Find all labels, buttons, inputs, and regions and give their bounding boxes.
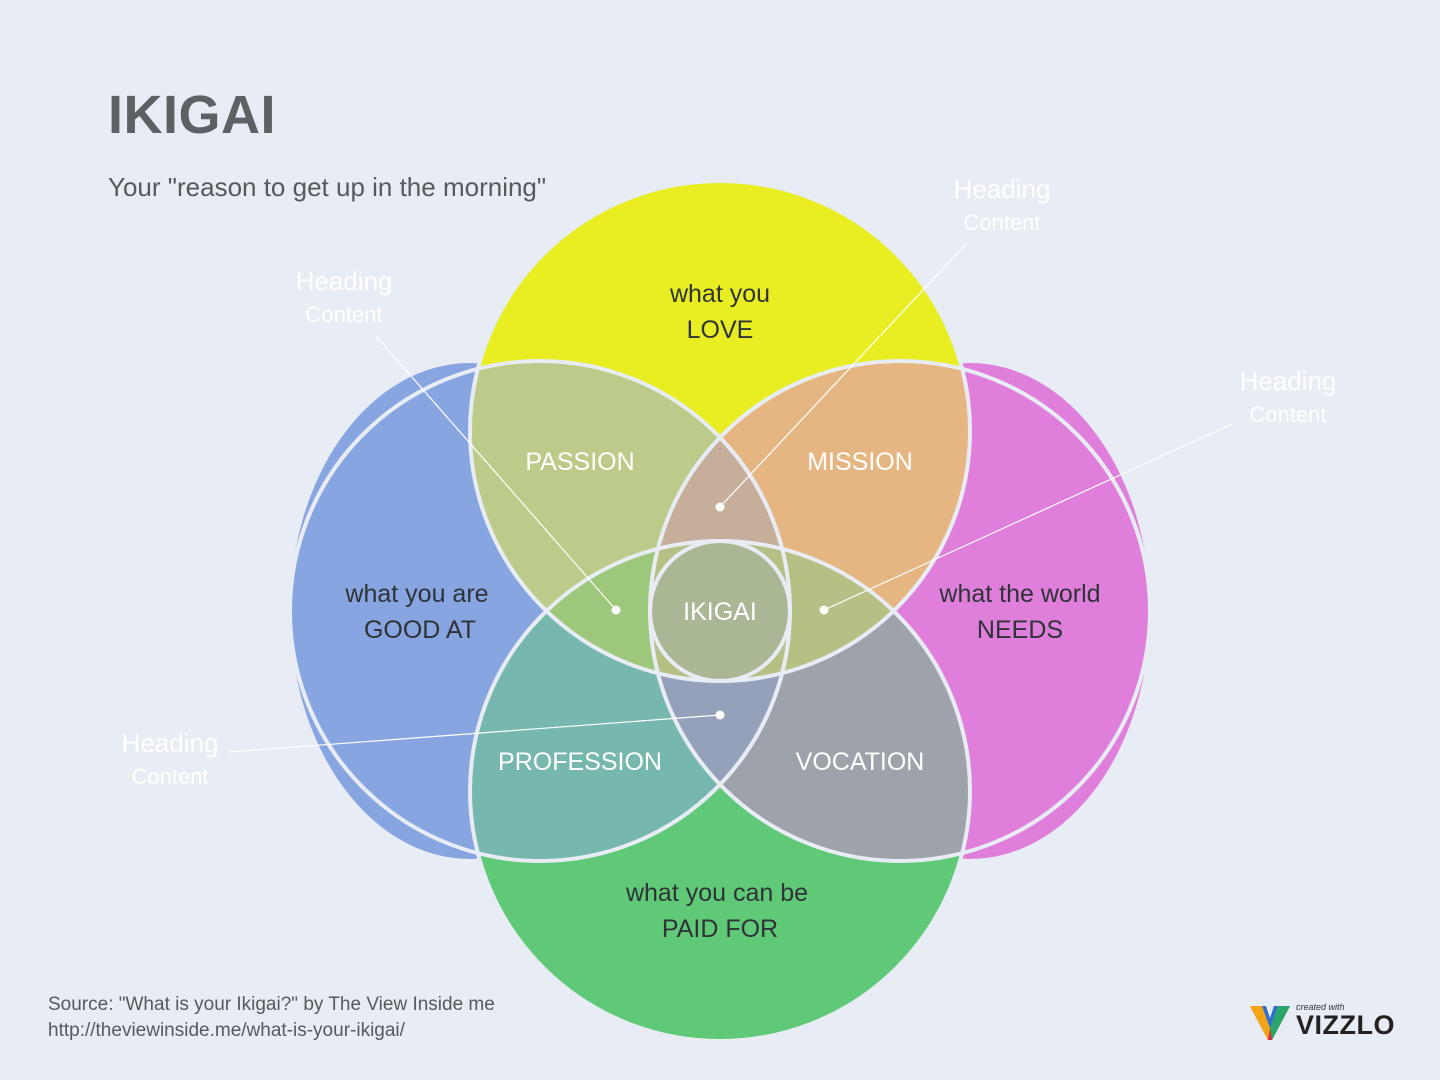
paid-label-line2: PAID FOR: [662, 915, 778, 943]
logo-brand: VIZZLO: [1296, 1010, 1395, 1040]
callout-content-1: Content: [305, 302, 382, 327]
world-label-line2: NEEDS: [977, 616, 1063, 644]
ikigai-outline: [648, 539, 792, 683]
world-label-line1: what the world: [938, 580, 1100, 608]
callout-heading-3: Heading: [1240, 366, 1337, 396]
callout-heading-1: Heading: [296, 266, 393, 296]
paid-label-line1: what you can be: [625, 879, 808, 907]
good-label-line1: what you are: [344, 580, 488, 608]
vizzlo-logo[interactable]: created with VIZZLO: [1248, 1000, 1398, 1044]
ikigai-label: IKIGAI: [683, 598, 757, 626]
source-note: Source: "What is your Ikigai?" by The Vi…: [48, 992, 495, 1044]
logo-caption: created with: [1296, 1002, 1345, 1012]
callout-dot-bottom: [715, 710, 725, 720]
callout-content-2: Content: [963, 210, 1040, 235]
callout-heading-2: Heading: [954, 174, 1051, 204]
good-label-line2: GOOD AT: [364, 616, 476, 644]
callout-dot-right: [819, 605, 829, 615]
love-label-line1: what you: [669, 280, 770, 308]
callout-dot-left: [611, 605, 621, 615]
love-label-line2: LOVE: [687, 316, 754, 344]
page-subtitle: Your "reason to get up in the morning": [108, 172, 547, 202]
ikigai-center-region: [650, 541, 790, 681]
callout-content-3: Content: [1249, 402, 1326, 427]
callout-content-4: Content: [131, 764, 208, 789]
source-link[interactable]: http://theviewinside.me/what-is-your-iki…: [48, 1020, 405, 1041]
callout-heading-4: Heading: [122, 728, 219, 758]
callout-dot-top: [715, 502, 725, 512]
source-line: Source: "What is your Ikigai?" by The Vi…: [48, 994, 495, 1015]
vizzlo-mark-icon: [1250, 1006, 1290, 1040]
passion-label: PASSION: [525, 448, 634, 476]
vocation-label: VOCATION: [796, 748, 925, 776]
page-title: IKIGAI: [108, 85, 277, 145]
mission-label: MISSION: [807, 448, 913, 476]
profession-label: PROFESSION: [498, 748, 662, 776]
